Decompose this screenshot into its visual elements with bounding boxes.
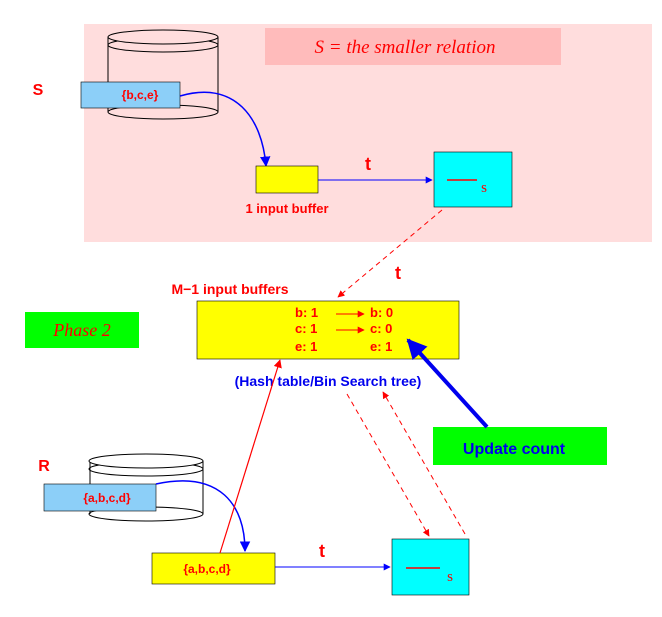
r-input-buffer	[151, 552, 276, 585]
s-input-buffer-label: 1 input buffer	[245, 201, 328, 216]
hash-row-left: e: 1	[295, 339, 317, 354]
phase-box	[25, 312, 139, 348]
r-input-buffer-text: {a,b,c,d}	[183, 562, 231, 576]
s-output-symbol: s	[481, 180, 487, 196]
phase-label: Phase 2	[52, 320, 111, 340]
hash-row-right: b: 0	[370, 305, 393, 320]
s-output-to-hash-arrow	[337, 209, 443, 298]
middle-arrow-t-label: t	[395, 263, 401, 283]
title-box	[265, 28, 561, 65]
update-count-label: Update count	[463, 441, 566, 458]
panel-title: S = the smaller relation	[315, 37, 496, 58]
disk-s-block	[80, 81, 181, 109]
relation-r-label: R	[38, 458, 50, 475]
buffers-label: M−1 input buffers	[171, 281, 288, 297]
disk-s-cylinder	[107, 29, 219, 120]
hash-row-left: b: 1	[295, 305, 318, 320]
disk-r-block	[43, 483, 157, 512]
s-arrow-t-label: t	[365, 154, 371, 174]
r-output-to-hash-arrow	[382, 391, 466, 535]
hash-row-right: c: 0	[370, 321, 392, 336]
r-buffer-to-hash-arrow	[219, 359, 282, 554]
s-input-buffer	[255, 165, 319, 194]
update-count-arrow	[406, 338, 489, 429]
disk-r-block-text: {a,b,c,d}	[83, 491, 131, 505]
r-output-box	[391, 538, 470, 596]
update-count-box	[433, 427, 607, 465]
r-output-symbol: s	[447, 569, 453, 585]
hash-table: b: 1 b: 0 c: 1 c: 0 e: 1 e: 1	[295, 305, 393, 354]
structure-caption: (Hash table/Bin Search tree)	[235, 373, 422, 389]
hash-row-right: e: 1	[370, 339, 392, 354]
bottom-arrow-t-label: t	[319, 541, 325, 561]
disk-r-to-buffer-arrow	[155, 480, 251, 553]
disk-s-to-buffer-arrow	[179, 91, 271, 168]
relation-s-label: S	[33, 82, 44, 99]
disk-s-block-text: {b,c,e}	[122, 88, 159, 102]
hash-to-r-output-arrow	[346, 393, 430, 537]
hash-row-left: c: 1	[295, 321, 317, 336]
